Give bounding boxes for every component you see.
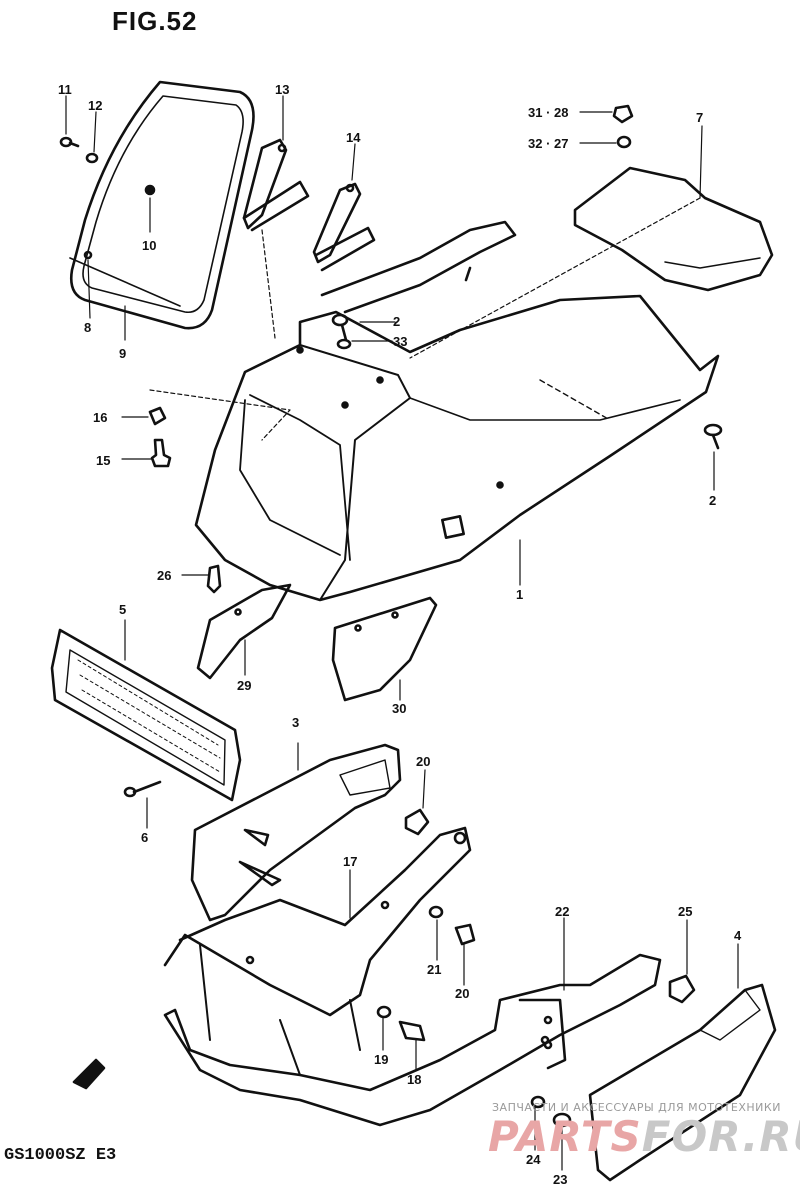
callout-2-top: 2 xyxy=(393,314,400,329)
callout-15: 15 xyxy=(96,453,110,468)
callout-2-right: 2 xyxy=(709,493,716,508)
cover-7 xyxy=(573,166,774,292)
headlight-5 xyxy=(50,628,242,802)
callout-12: 12 xyxy=(88,98,102,113)
callout-10: 10 xyxy=(142,238,156,253)
callout-4: 4 xyxy=(734,928,742,943)
callout-1: 1 xyxy=(516,587,523,602)
bracket-3 xyxy=(190,743,402,922)
screw-6 xyxy=(123,780,162,798)
callout-24: 24 xyxy=(526,1152,541,1167)
turn-signal-4 xyxy=(588,983,777,1182)
callout-7: 7 xyxy=(696,110,703,125)
nut-23 xyxy=(552,1112,572,1128)
bracket-14 xyxy=(312,182,376,272)
callout-33: 33 xyxy=(393,334,407,349)
grommet-20-top xyxy=(404,808,430,836)
callout-18: 18 xyxy=(407,1072,421,1087)
inner-stay xyxy=(320,220,517,314)
nut-21 xyxy=(428,905,444,919)
callout-25: 25 xyxy=(678,904,692,919)
bolt-18 xyxy=(398,1020,426,1042)
panel-30 xyxy=(331,596,438,702)
callout-14: 14 xyxy=(346,130,361,145)
grommet-16 xyxy=(148,406,167,426)
fairing-stay-17 xyxy=(163,826,662,1127)
callout-20-lower: 20 xyxy=(455,986,469,1001)
windscreen xyxy=(69,80,255,330)
watermark-brand: PARTSFOR.RU xyxy=(488,1112,800,1161)
bolt-15 xyxy=(150,438,172,468)
watermark-brand-b: FOR.RU xyxy=(641,1112,800,1161)
nut-31-28 xyxy=(612,104,634,124)
watermark-tagline: ЗАПЧАСТИ И АКСЕССУАРЫ ДЛЯ МОТОТЕХНИКИ xyxy=(492,1101,781,1114)
callout-17: 17 xyxy=(343,854,357,869)
callout-labels: 11 12 10 8 9 13 14 31 · 28 32 · 27 7 2 3… xyxy=(58,82,742,1187)
callout-5: 5 xyxy=(119,602,126,617)
callout-30: 30 xyxy=(392,701,406,716)
callout-9: 9 xyxy=(119,346,126,361)
callout-32-27: 32 · 27 xyxy=(528,136,568,151)
leader-lines xyxy=(65,95,739,1171)
figure-title: FIG.52 xyxy=(112,6,198,36)
callout-21: 21 xyxy=(427,962,441,977)
nut-19 xyxy=(376,1005,392,1019)
bracket-13 xyxy=(242,138,310,232)
callout-22: 22 xyxy=(555,904,569,919)
bolt-26 xyxy=(206,564,222,594)
mirror-stay-22 xyxy=(518,998,567,1070)
model-code: GS1000SZ E3 xyxy=(4,1146,117,1165)
callout-26: 26 xyxy=(157,568,171,583)
grommet-25 xyxy=(668,974,696,1004)
callout-19: 19 xyxy=(374,1052,388,1067)
callout-31-28: 31 · 28 xyxy=(528,105,568,120)
callout-23: 23 xyxy=(553,1172,567,1187)
bolt-2-right xyxy=(703,423,723,450)
callout-3: 3 xyxy=(292,715,299,730)
washer-12 xyxy=(85,152,99,164)
callout-29: 29 xyxy=(237,678,251,693)
washer-24 xyxy=(530,1095,546,1109)
upper-fairing-1 xyxy=(194,294,720,602)
screw-11 xyxy=(59,136,80,148)
bolt-20-lower xyxy=(454,923,476,946)
callout-6: 6 xyxy=(141,830,148,845)
callout-8: 8 xyxy=(84,320,91,335)
nut-32-27 xyxy=(616,135,632,149)
callout-16: 16 xyxy=(93,410,107,425)
panel-29 xyxy=(196,583,292,680)
bolt-2-top xyxy=(331,313,352,350)
front-arrow-icon xyxy=(72,1058,106,1090)
watermark-brand-a: PARTS xyxy=(488,1112,642,1161)
callout-13: 13 xyxy=(275,82,289,97)
callout-11: 11 xyxy=(58,82,72,97)
callout-20-top: 20 xyxy=(416,754,430,769)
